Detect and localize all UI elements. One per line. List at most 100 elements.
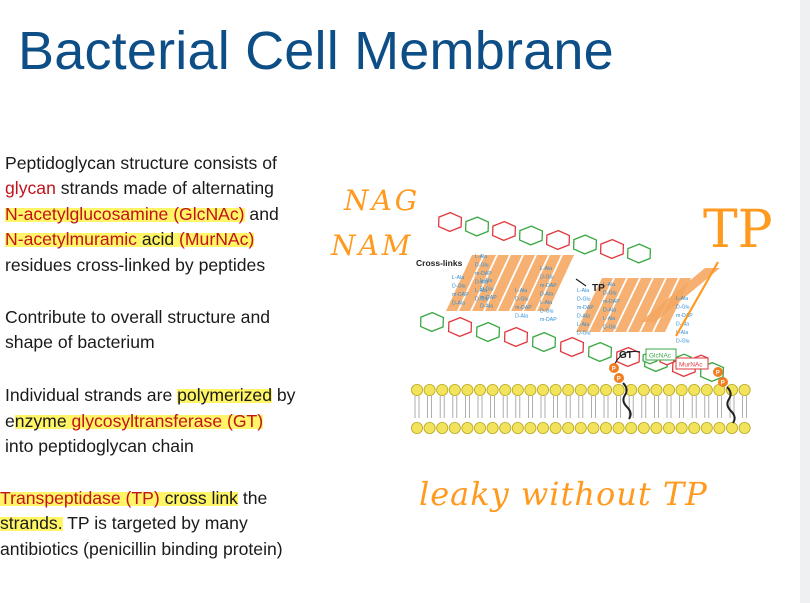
lipid-head <box>524 383 537 396</box>
bullet-3-line: into peptidoglycan chain <box>5 435 194 457</box>
text-segment: Individual strands are <box>5 385 178 405</box>
bullet-1-line: glycan strands made of alternating <box>5 177 274 199</box>
lipid-bilayer <box>410 383 751 434</box>
crosslink-bar <box>524 255 561 311</box>
lipid-head <box>511 383 524 396</box>
lipid-head <box>688 421 701 434</box>
lipid-head <box>663 383 676 396</box>
crosslink-bar <box>446 255 483 311</box>
crosslink-bar <box>485 255 522 311</box>
phosphate-circle <box>718 377 728 387</box>
lipid-head <box>738 421 751 434</box>
tp-label: TP <box>592 283 605 294</box>
text-segment: (MurNAc) <box>179 229 255 249</box>
lipid-head <box>448 383 461 396</box>
peptide-label: D-Glu <box>676 339 690 345</box>
crosslink-bar <box>537 255 574 311</box>
murnac-box <box>675 357 709 370</box>
text-segment: and <box>244 204 279 224</box>
glcnac-hexagon <box>518 225 544 246</box>
lipid-head <box>436 421 449 434</box>
peptide-label: L-Ala <box>577 322 589 328</box>
peptide-label: D-Glu <box>452 284 466 290</box>
peptide-label: D-Ala <box>452 301 465 307</box>
peptide-label: D-Glu <box>603 291 617 297</box>
peptide-label: D-Glu <box>475 297 489 303</box>
peptide-label: D-Glu <box>603 325 617 331</box>
text-segment: cross link <box>159 488 238 508</box>
text-segment: Peptidoglycan structure consists of <box>5 153 277 173</box>
text-segment: polymerized <box>177 385 272 405</box>
lipid-head <box>574 383 587 396</box>
peptide-label: L-Ala <box>577 288 589 294</box>
lipid-head <box>448 421 461 434</box>
bullet-1-line: N-acetylglucosamine (GlcNAc) and <box>5 203 279 225</box>
lipid-head <box>650 383 663 396</box>
peptide-label: L-Ala <box>475 288 487 294</box>
text-segment: N-acetylmuramic <box>5 229 137 249</box>
crosslink-bar <box>628 278 665 332</box>
peptide-label: L-Ala <box>452 275 464 281</box>
lipid-head <box>499 383 512 396</box>
text-segment: residues cross-linked by peptides <box>5 255 266 275</box>
peptide-label: m-DAP <box>452 292 469 298</box>
lipid-head <box>423 383 436 396</box>
lipid-head <box>625 421 638 434</box>
phosphate-circle <box>713 367 723 377</box>
lipid-head <box>612 383 625 396</box>
peptide-label: D-Ala <box>475 280 488 286</box>
lipid-head <box>410 383 423 396</box>
text-segment: acid <box>136 229 180 249</box>
peptide-label: D-Glu <box>577 331 591 337</box>
lipid-head <box>675 383 688 396</box>
tp-annotation: TP <box>703 200 773 260</box>
lipid-head <box>574 421 587 434</box>
gt-label: GT <box>619 350 633 361</box>
crosslink-peptides <box>446 255 720 332</box>
lipid-head <box>675 421 688 434</box>
peptide-label: m-DAP <box>577 305 594 311</box>
nag-annotation: NAG <box>343 184 420 217</box>
crosslink-bar <box>576 278 613 332</box>
text-segment: nzyme <box>14 411 72 431</box>
slide-title: Bacterial Cell Membrane <box>18 21 614 81</box>
lipid-head <box>600 383 613 396</box>
text-segment: by <box>271 385 296 405</box>
lipid-anchor <box>726 386 736 424</box>
lipid-head <box>663 421 676 434</box>
peptide-label: m-DAP <box>540 317 557 323</box>
lipid-head <box>587 421 600 434</box>
peptide-label: D-Ala <box>515 314 528 320</box>
lipid-head <box>549 383 562 396</box>
crosslink-bar <box>615 278 652 332</box>
peptide-label: L-Ala <box>515 288 527 294</box>
phosphate-circle <box>614 373 624 383</box>
cross-links-label: Cross-links <box>416 258 463 268</box>
murnac-label: MurNAc <box>679 362 703 369</box>
peptide-label: D-Glu <box>540 275 554 281</box>
lipid-head <box>726 383 739 396</box>
peptide-label: m-DAP <box>540 283 557 289</box>
glcnac-hexagon <box>626 243 652 264</box>
text-segment: strands made of alternating <box>55 178 274 198</box>
crosslink-bar <box>589 278 626 332</box>
lipid-head <box>562 421 575 434</box>
peptide-label: L-Ala <box>480 278 492 284</box>
murnac-hexagon <box>503 326 529 348</box>
murnac-hexagon <box>437 211 463 233</box>
peptide-label: D-Glu <box>540 309 554 315</box>
lipid-head <box>562 383 575 396</box>
glcnac-hexagon <box>572 234 598 255</box>
peptide-label: L-Ala <box>603 316 615 322</box>
glcnac-label: GlcNAc <box>649 353 672 360</box>
peptide-label: D-Ala <box>603 308 616 314</box>
peptide-label: L-Ala <box>475 254 487 260</box>
lipid-head <box>486 421 499 434</box>
peptide-label: D-Ala <box>540 292 553 298</box>
text-segment: e <box>5 411 15 431</box>
phosphate-circle <box>609 363 619 373</box>
lipid-head <box>738 383 751 396</box>
bullet-1-line: residues cross-linked by peptides <box>5 254 265 276</box>
leaky-annotation: leaky without TP <box>419 475 708 513</box>
lipid-head <box>461 383 474 396</box>
